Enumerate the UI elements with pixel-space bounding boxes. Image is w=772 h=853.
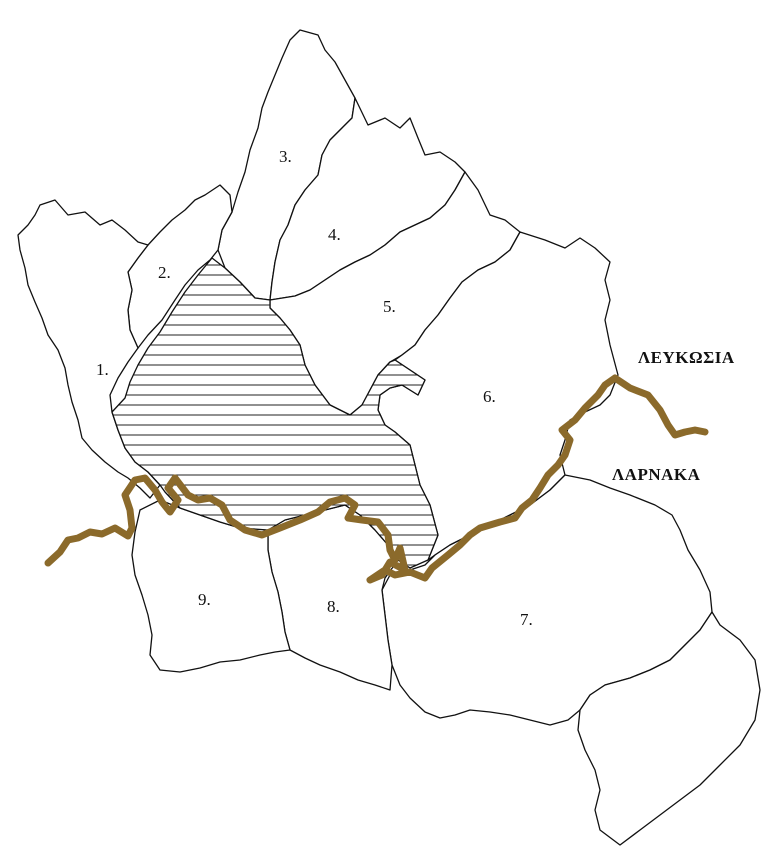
region-label-2: 2. <box>158 263 171 282</box>
region-2[interactable] <box>127 184 233 349</box>
region-label-8: 8. <box>327 597 340 616</box>
district-label-north: ΛΕΥΚΩΣΙΑ <box>638 348 735 367</box>
region-label-1: 1. <box>96 360 109 379</box>
district-boundary-line <box>44 374 709 584</box>
region-south-extension[interactable] <box>577 611 761 846</box>
region-label-7: 7. <box>520 610 533 629</box>
region-label-3: 3. <box>279 147 292 166</box>
hatched-zone <box>111 257 439 569</box>
region-label-4: 4. <box>328 225 341 244</box>
district-label-south: ΛΑΡΝΑΚΑ <box>612 465 701 484</box>
region-label-9: 9. <box>198 590 211 609</box>
region-label-6: 6. <box>483 387 496 406</box>
region-label-5: 5. <box>383 297 396 316</box>
